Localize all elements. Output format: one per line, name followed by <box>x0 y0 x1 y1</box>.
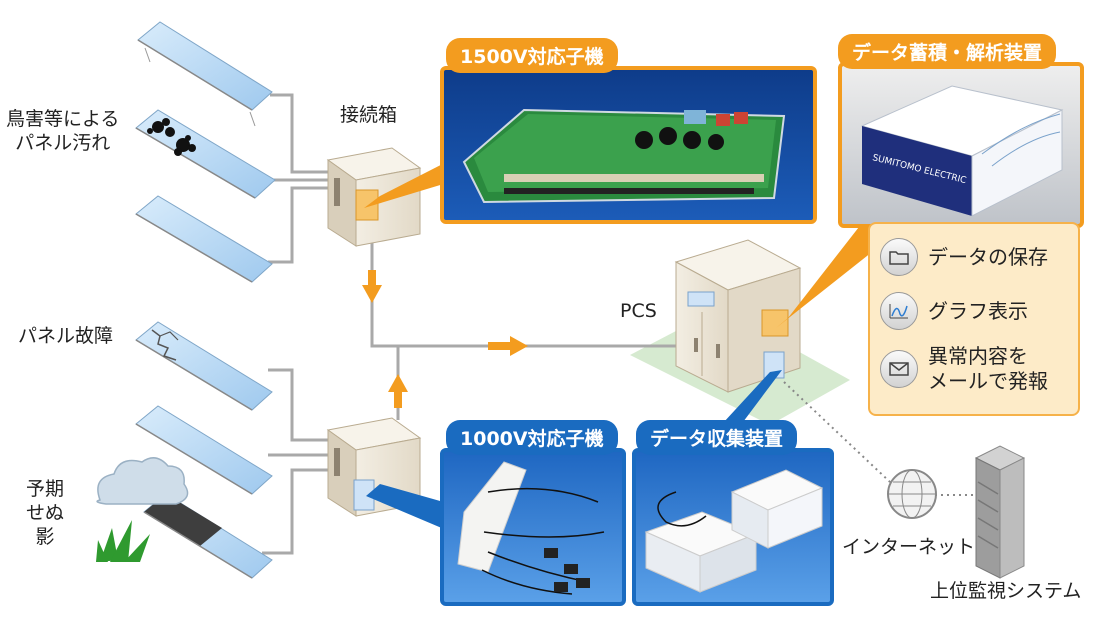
label-shadow: 予期 せぬ 影 <box>26 478 65 548</box>
collection-device-image <box>644 469 824 593</box>
tag-data-collection: データ収集装置 <box>636 420 798 455</box>
photo-storage-analysis-device: SUMITOMO ELECTRIC <box>838 62 1084 228</box>
analysis-device-image: SUMITOMO ELECTRIC <box>860 85 1064 217</box>
feature-data-storage: データの保存 <box>880 238 1048 276</box>
label-pcs: PCS <box>620 300 657 322</box>
circuit-board-image <box>462 108 786 204</box>
solar-panel-row-4-fault <box>135 321 273 411</box>
internet-link <box>783 381 891 483</box>
pcs-cabinet <box>674 239 802 393</box>
flow-arrows <box>362 270 528 408</box>
feature-graph-display: グラフ表示 <box>880 292 1028 330</box>
label-host-system: 上位監視システム <box>930 580 1082 602</box>
sensor-unit-image <box>457 461 605 595</box>
mail-icon <box>880 350 918 388</box>
solar-panel-row-5 <box>135 405 273 495</box>
label-internet: インターネット <box>842 536 976 558</box>
feature-mail-alert: 異常内容を メールで発報 <box>880 344 1048 394</box>
label-bird-dirt: 鳥害等による パネル汚れ <box>6 108 120 154</box>
photo-data-collection-device <box>632 448 834 606</box>
feature-label: データの保存 <box>928 244 1048 269</box>
globe-icon <box>887 469 937 519</box>
graph-icon <box>880 292 918 330</box>
junction-box-upper <box>326 147 422 247</box>
label-panel-fault: パネル故障 <box>18 325 114 347</box>
photo-1000v-slave <box>440 448 626 606</box>
feature-label: グラフ表示 <box>928 298 1028 323</box>
photo-1500v-slave <box>440 66 817 224</box>
cloud-icon <box>96 457 189 505</box>
solar-panel-row-6-shaded <box>143 493 273 579</box>
solar-panel-row-1 <box>137 21 273 127</box>
feature-label: 異常内容を メールで発報 <box>928 344 1048 393</box>
folder-icon <box>880 238 918 276</box>
solar-panel-row-2-dirty <box>135 109 276 199</box>
tag-1500v-slave: 1500V対応子機 <box>446 38 618 73</box>
tag-1000v-slave: 1000V対応子機 <box>446 420 618 455</box>
solar-panel-row-3 <box>135 195 273 283</box>
label-junction-box: 接続箱 <box>340 104 398 126</box>
server-icon <box>974 445 1026 579</box>
tag-storage-analysis: データ蓄積・解析装置 <box>838 34 1057 69</box>
grass-icon <box>96 520 150 562</box>
